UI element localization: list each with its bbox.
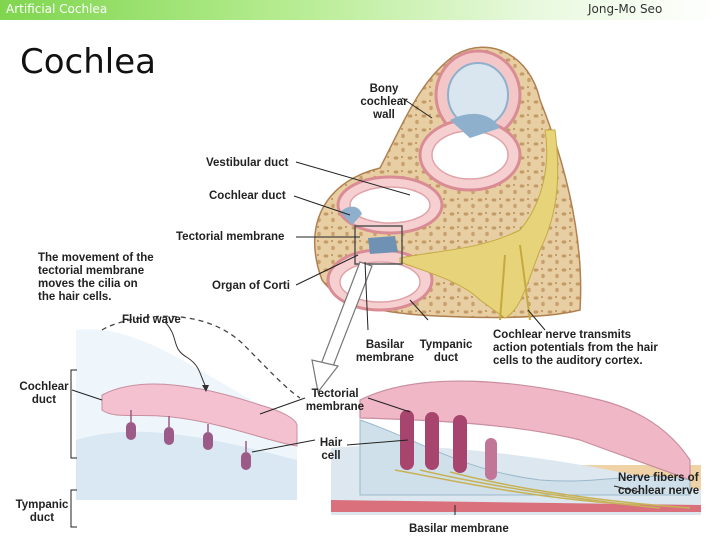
label-line: membrane <box>355 352 415 364</box>
label-cochlear-duct-side: Cochlear duct <box>14 381 74 407</box>
organ-of-corti-detail <box>331 380 701 515</box>
label-line: Cochlear nerve transmits <box>493 329 632 341</box>
label-bony-cochlear-wall: Bony cochlear wall <box>360 83 408 122</box>
label-line: Tympanic <box>419 339 473 351</box>
label-basilar-membrane-mid: Basilar membrane <box>350 339 420 365</box>
label-line: The movement of the <box>38 252 154 264</box>
label-line: duct <box>31 394 57 406</box>
label-line: duct <box>29 512 55 524</box>
label-vestibular-duct: Vestibular duct <box>206 157 289 169</box>
header-author: Jong-Mo Seo <box>588 2 663 16</box>
label-line: Tympanic <box>15 499 69 511</box>
slide-title: Cochlea <box>20 42 156 82</box>
label-tectorial-membrane-top: Tectorial membrane <box>176 231 285 243</box>
label-line: moves the cilia on <box>38 278 138 290</box>
label-organ-of-corti: Organ of Corti <box>212 280 290 292</box>
label-nerve-fibers: Nerve fibers of cochlear nerve <box>618 472 699 498</box>
label-line: membrane <box>305 401 365 413</box>
label-line: the hair cells. <box>38 291 112 303</box>
cochlea-cross-section <box>313 46 582 321</box>
label-fluid-wave: Fluid wave <box>122 314 181 326</box>
label-line: cells to the auditory cortex. <box>493 355 643 367</box>
label-line: cochlear nerve <box>618 485 700 497</box>
label-cochlear-nerve-note: Cochlear nerve transmits action potentia… <box>493 329 658 368</box>
header-bar: Artificial Cochlea Jong-Mo Seo <box>0 0 720 20</box>
label-line: tectorial membrane <box>38 265 145 277</box>
label-line: Bony <box>369 83 399 95</box>
label-movement-note: The movement of the tectorial membrane m… <box>38 252 154 304</box>
label-hair-cell: Hair cell <box>314 437 348 463</box>
label-tympanic-duct-side: Tympanic duct <box>12 499 72 525</box>
detail-hair-cells <box>400 410 497 480</box>
hair-cells-row <box>126 410 251 470</box>
simplified-hair-cell-diagram <box>76 315 301 500</box>
label-line: Nerve fibers of <box>618 472 699 484</box>
leader-lines <box>70 97 641 528</box>
label-tympanic-duct-mid: Tympanic duct <box>417 339 475 365</box>
label-tectorial-membrane-low: Tectorial membrane <box>303 388 367 414</box>
label-line: action potentials from the hair <box>493 342 658 354</box>
label-line: Tectorial <box>311 388 359 400</box>
header-course-title: Artificial Cochlea <box>6 2 108 16</box>
label-line: cochlear <box>360 96 408 108</box>
label-line: Cochlear <box>19 381 69 393</box>
label-line: wall <box>373 109 395 121</box>
label-cochlear-duct: Cochlear duct <box>209 190 286 202</box>
label-line: Hair <box>319 437 343 449</box>
label-basilar-membrane-bottom: Basilar membrane <box>409 523 509 535</box>
label-line: duct <box>433 352 459 364</box>
label-line: cell <box>321 450 341 462</box>
label-line: Basilar <box>365 339 405 351</box>
